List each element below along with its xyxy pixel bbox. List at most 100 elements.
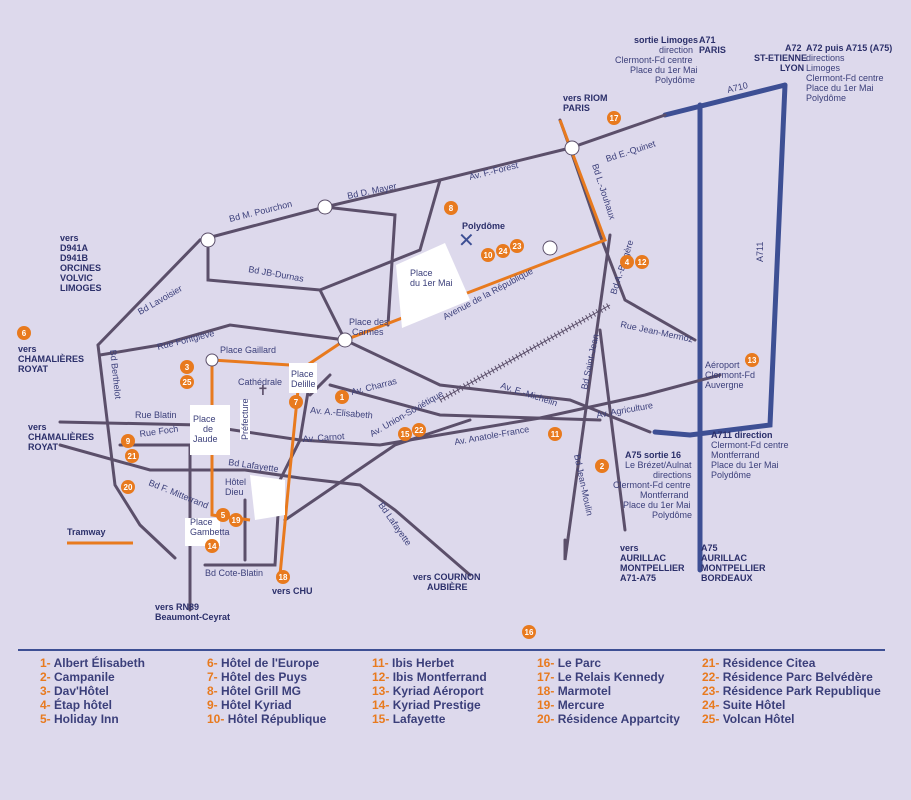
legend-item: 17- Le Relais Kennedy — [537, 670, 665, 684]
hotel-pin[interactable]: 18 — [276, 570, 290, 584]
svg-text:Bd Cote-Blatin: Bd Cote-Blatin — [205, 568, 263, 578]
hotel-pin[interactable]: 19 — [229, 513, 243, 527]
svg-text:3: 3 — [185, 363, 190, 372]
hotel-pin[interactable]: 22 — [412, 423, 426, 437]
svg-text:10: 10 — [484, 251, 493, 260]
hotel-pin[interactable]: 20 — [121, 480, 135, 494]
hotel-pin[interactable]: 16 — [522, 625, 536, 639]
hotel-pin[interactable]: 25 — [180, 375, 194, 389]
svg-text:Place: Place — [410, 268, 433, 278]
svg-text:Carmes: Carmes — [352, 327, 384, 337]
svg-text:Cathédrale: Cathédrale — [238, 377, 282, 387]
svg-text:ST-ETIENNE: ST-ETIENNE — [754, 53, 807, 63]
legend-item: 11- Ibis Herbet — [372, 656, 455, 670]
hotel-pin[interactable]: 4 — [620, 255, 634, 269]
svg-text:A711: A711 — [755, 242, 765, 262]
svg-text:Clermont-Fd centre: Clermont-Fd centre — [613, 480, 691, 490]
svg-text:vers RN89: vers RN89 — [155, 602, 199, 612]
svg-text:Rue Foch: Rue Foch — [139, 424, 179, 439]
hotel-pin[interactable]: 15 — [398, 427, 412, 441]
svg-text:direction: direction — [659, 45, 693, 55]
hotel-pin[interactable]: 17 — [607, 111, 621, 125]
svg-text:5: 5 — [221, 511, 226, 520]
a710-highway — [652, 82, 788, 573]
hotel-pin[interactable]: 12 — [635, 255, 649, 269]
svg-text:PARIS: PARIS — [563, 103, 590, 113]
svg-text:vers: vers — [18, 344, 37, 354]
svg-text:directions: directions — [806, 53, 845, 63]
svg-text:18: 18 — [279, 573, 288, 582]
legend-item: 6- Hôtel de l'Europe — [207, 656, 320, 670]
svg-text:AUBIÈRE: AUBIÈRE — [427, 582, 468, 592]
svg-text:Dieu: Dieu — [225, 487, 244, 497]
hotel-pin[interactable]: 13 — [745, 353, 759, 367]
legend-column-3: 11- Ibis Herbet 12- Ibis Montferrand 13-… — [372, 656, 487, 726]
hotel-pin[interactable]: 14 — [205, 539, 219, 553]
svg-text:Delille: Delille — [291, 379, 316, 389]
legend-column-4: 16- Le Parc 17- Le Relais Kennedy 18- Ma… — [537, 656, 680, 726]
svg-text:11: 11 — [551, 430, 560, 439]
hotel-pin[interactable]: 7 — [289, 395, 303, 409]
svg-text:Rue Fontgiève: Rue Fontgiève — [156, 328, 215, 352]
legend-item: 19- Mercure — [537, 698, 605, 712]
hotel-pin[interactable]: 11 — [548, 427, 562, 441]
svg-text:23: 23 — [513, 242, 522, 251]
svg-text:A711 direction: A711 direction — [711, 430, 773, 440]
hotel-pin[interactable]: 3 — [180, 360, 194, 374]
svg-text:MONTPELLIER: MONTPELLIER — [620, 563, 685, 573]
svg-text:Bd E.-Quinet: Bd E.-Quinet — [605, 138, 658, 164]
hotel-pin[interactable]: 21 — [125, 449, 139, 463]
hotel-pin[interactable]: 8 — [444, 201, 458, 215]
svg-text:MONTPELLIER: MONTPELLIER — [701, 563, 766, 573]
svg-text:Place du 1er Mai: Place du 1er Mai — [623, 500, 691, 510]
legend-item: 15- Lafayette — [372, 712, 446, 726]
hotel-pin[interactable]: 1 — [335, 390, 349, 404]
svg-text:Gambetta: Gambetta — [190, 527, 230, 537]
svg-text:Aéroport: Aéroport — [705, 360, 740, 370]
hotel-pin[interactable]: 6 — [17, 326, 31, 340]
hotel-pin[interactable]: 10 — [481, 248, 495, 262]
svg-text:13: 13 — [748, 356, 757, 365]
svg-text:25: 25 — [183, 378, 192, 387]
legend-item: 20- Résidence Appartcity — [537, 712, 680, 726]
hotel-pin[interactable]: 24 — [496, 244, 510, 258]
svg-text:de: de — [203, 424, 213, 434]
svg-text:Av. F.-Forest: Av. F.-Forest — [468, 160, 520, 182]
svg-text:Auvergne: Auvergne — [705, 380, 744, 390]
svg-text:Polydôme: Polydôme — [655, 75, 695, 85]
svg-text:vers COURNON: vers COURNON — [413, 572, 481, 582]
svg-text:Bd M. Pourchon: Bd M. Pourchon — [228, 199, 293, 224]
hotel-pin[interactable]: 2 — [595, 459, 609, 473]
svg-text:PARIS: PARIS — [699, 45, 726, 55]
legend-item: 18- Marmotel — [537, 684, 612, 698]
svg-text:vers RIOM: vers RIOM — [563, 93, 608, 103]
svg-text:Clermont-Fd centre: Clermont-Fd centre — [615, 55, 693, 65]
svg-text:A72: A72 — [785, 43, 802, 53]
svg-text:Place: Place — [190, 517, 213, 527]
svg-text:Av. A.-Elisabeth: Av. A.-Elisabeth — [310, 405, 373, 420]
svg-text:Bd JB-Durnas: Bd JB-Durnas — [248, 264, 305, 284]
legend-column-1: 1- Albert Élisabeth 2- Campanile 3- Dav'… — [40, 656, 145, 726]
legend-item: 4- Étap hôtel — [40, 698, 113, 712]
legend-item: 3- Dav'Hôtel — [40, 684, 109, 698]
hotel-pin[interactable]: 9 — [121, 434, 135, 448]
svg-text:Polydôme: Polydôme — [711, 470, 751, 480]
svg-text:ORCINES: ORCINES — [60, 263, 101, 273]
svg-text:vers CHU: vers CHU — [272, 586, 313, 596]
hotel-pin[interactable]: 23 — [510, 239, 524, 253]
svg-text:Tramway: Tramway — [67, 527, 106, 537]
svg-text:Av. Carnot: Av. Carnot — [302, 431, 345, 444]
hotel-pins: 1 2 3 4 5 6 7 8 9 10 11 12 13 14 15 16 1… — [17, 111, 759, 639]
svg-text:Bd D. Mayer: Bd D. Mayer — [346, 181, 397, 201]
svg-text:Préfecture: Préfecture — [240, 398, 250, 440]
svg-text:Jaude: Jaude — [193, 434, 218, 444]
hotel-pin[interactable]: 5 — [216, 508, 230, 522]
roundabouts — [200, 140, 580, 367]
legend-item: 9- Hôtel Kyriad — [207, 698, 292, 712]
legend-item: 24- Suite Hôtel — [702, 698, 786, 712]
svg-text:Polydôme: Polydôme — [652, 510, 692, 520]
svg-text:9: 9 — [126, 437, 131, 446]
legend-item: 25- Volcan Hôtel — [702, 712, 795, 726]
legend-column-2: 6- Hôtel de l'Europe 7- Hôtel des Puys 8… — [207, 656, 326, 726]
